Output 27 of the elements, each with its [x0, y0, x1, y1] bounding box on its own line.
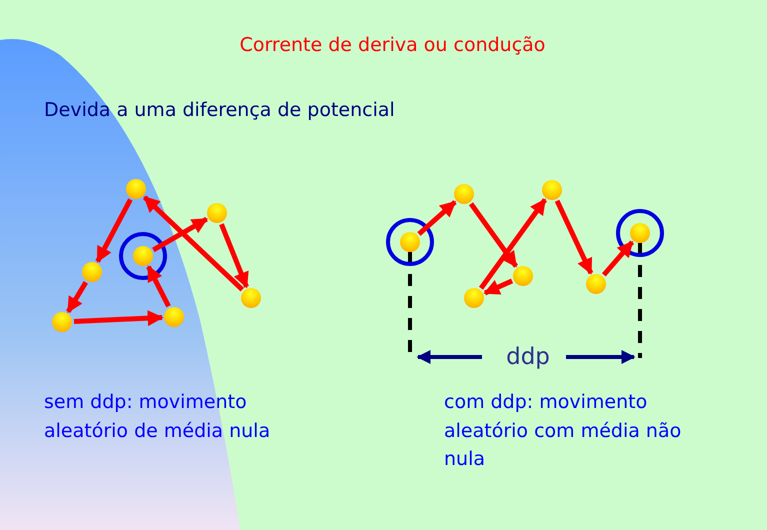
arrow	[66, 281, 88, 314]
arrow	[142, 195, 244, 292]
particle-dot	[630, 223, 650, 243]
particle-dot	[241, 288, 261, 308]
arrow	[602, 240, 634, 277]
particle-dot	[454, 184, 474, 204]
arrow	[484, 278, 514, 296]
arrow	[219, 223, 249, 288]
arrow	[554, 200, 594, 275]
particle-dot	[513, 266, 533, 286]
particle-dot	[400, 232, 420, 252]
caption-text: com ddp: movimento aleatório com média não nula	[444, 390, 682, 472]
subtitle: Devida a uma diferença de potencial	[44, 98, 395, 123]
arrow	[468, 202, 518, 268]
dimension-label: ddp	[505, 343, 551, 372]
title: Corrente de deriva ou condução	[238, 33, 546, 58]
arrow	[417, 200, 457, 236]
arrow	[95, 198, 133, 263]
arrow	[74, 310, 164, 326]
particle-dot	[586, 274, 606, 294]
particle-dot	[207, 203, 227, 223]
particle-dot	[542, 180, 562, 200]
arrow	[152, 216, 208, 252]
particle-dot	[464, 288, 484, 308]
arrow	[479, 198, 547, 290]
arrow	[146, 265, 171, 308]
caption-text: sem ddp: movimento aleatório de média nula	[44, 390, 272, 444]
